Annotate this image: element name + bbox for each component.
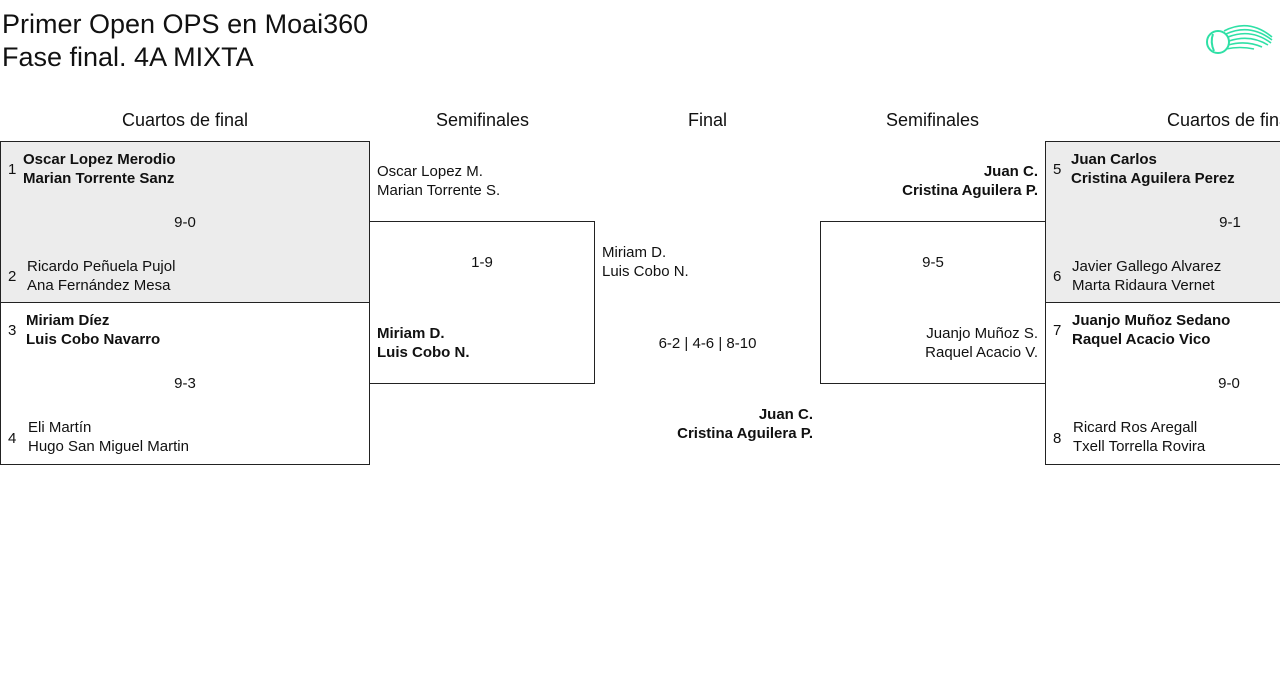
sf-right-match: 9-5 Juanjo Muñoz S. Raquel Acacio V. [820, 221, 1046, 384]
page-subtitle: Fase final. 4A MIXTA [2, 42, 254, 72]
match-score: 9-0 [174, 214, 196, 231]
player-name: Txell Torrella Rovira [1073, 438, 1206, 455]
player-name: Marta Ridaura Vernet [1072, 277, 1215, 294]
player-name: Javier Gallego Alvarez [1072, 258, 1222, 275]
player-name: Eli Martín [28, 419, 92, 436]
player-name: Ana Fernández Mesa [27, 277, 171, 294]
player-name: Raquel Acacio V. [925, 344, 1038, 361]
player-name: Miriam D. [377, 325, 445, 342]
player-name: Juan C. [758, 406, 813, 423]
match-score: 9-3 [174, 375, 196, 392]
player-name: Hugo San Miguel Martin [28, 438, 189, 455]
column-title-quarterfinals-right: Cuartos de final [1166, 110, 1280, 130]
sf-left-match: 1-9 Miriam D. Luis Cobo N. [369, 221, 595, 384]
player-name: Juan C. [983, 163, 1038, 180]
page-title: Primer Open OPS en Moai360 [2, 9, 369, 39]
match-score: 1-9 [471, 254, 493, 271]
player-name: Miriam Díez [26, 312, 110, 329]
player-name: Raquel Acacio Vico [1072, 331, 1211, 348]
player-name: Luis Cobo N. [377, 344, 470, 361]
column-title-quarterfinals-left: Cuartos de final [121, 110, 249, 130]
player-name: Marian Torrente Sanz [23, 170, 175, 187]
seed-number: 7 [1053, 322, 1062, 339]
seed-number: 5 [1053, 161, 1062, 178]
column-title-semifinals-right: Semifinales [885, 110, 980, 130]
seed-number: 3 [8, 322, 17, 339]
match-score: 9-0 [1218, 375, 1240, 392]
player-name: Luis Cobo Navarro [26, 331, 161, 348]
player-name: Ricard Ros Aregall [1073, 419, 1198, 436]
player-name: Cristina Aguilera Perez [1071, 170, 1235, 187]
qf-right-match-2: 7 Juanjo Muñoz Sedano Raquel Acacio Vico… [1045, 302, 1280, 465]
column-title-semifinals-left: Semifinales [435, 110, 530, 130]
player-name: Marian Torrente S. [377, 182, 501, 199]
match-score: 9-5 [922, 254, 944, 271]
seed-number: 4 [8, 430, 17, 447]
player-name: Juanjo Muñoz S. [926, 325, 1038, 342]
player-name: Miriam D. [602, 244, 667, 261]
player-name: Cristina Aguilera P. [902, 182, 1038, 199]
qf-right-match-1: 5 Juan Carlos Cristina Aguilera Perez 9-… [1045, 141, 1280, 303]
qf-left-match-2: 3 Miriam Díez Luis Cobo Navarro 9-3 4 El… [0, 302, 370, 465]
seed-number: 8 [1053, 430, 1062, 447]
match-score: 9-1 [1219, 214, 1241, 231]
seed-number: 6 [1053, 268, 1062, 285]
player-name: Juan Carlos [1071, 151, 1157, 168]
qf-left-match-1: 1 Oscar Lopez Merodio Marian Torrente Sa… [0, 141, 370, 303]
seed-number: 2 [8, 268, 17, 285]
player-name: Luis Cobo N. [602, 263, 689, 280]
final-score: 6-2 | 4-6 | 8-10 [658, 335, 757, 352]
player-name: Juanjo Muñoz Sedano [1072, 312, 1231, 329]
player-name: Oscar Lopez Merodio [23, 151, 176, 168]
tennis-ball-logo-icon [1206, 24, 1273, 54]
seed-number: 1 [8, 161, 17, 178]
player-name: Cristina Aguilera P. [677, 425, 813, 442]
column-title-final: Final [687, 110, 727, 130]
player-name: Ricardo Peñuela Pujol [27, 258, 176, 275]
player-name: Oscar Lopez M. [377, 163, 483, 180]
